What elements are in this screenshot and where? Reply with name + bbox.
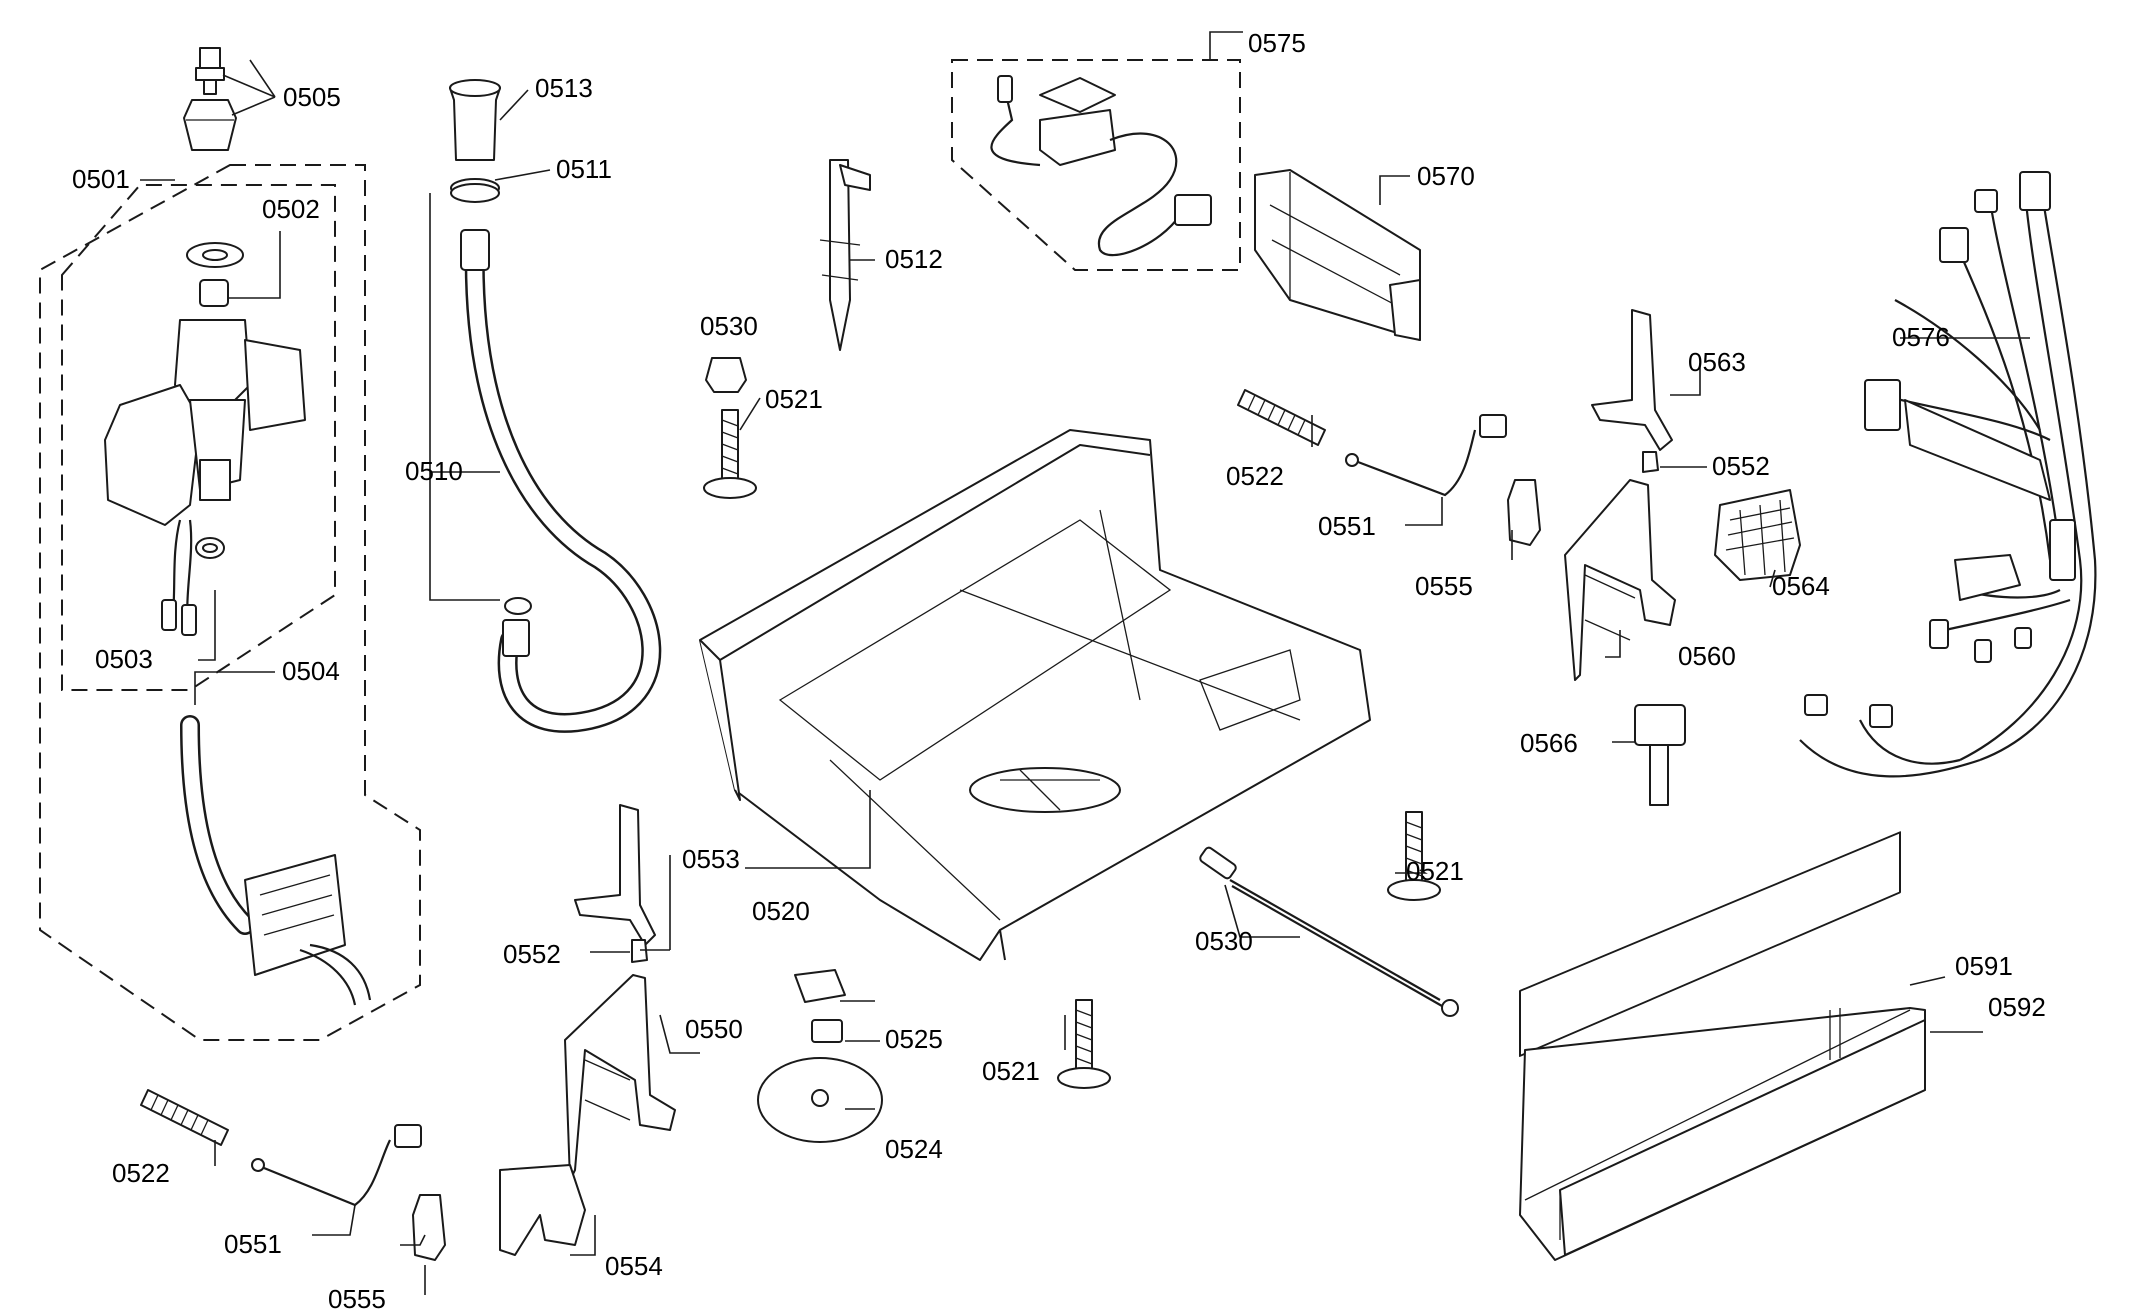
sensor-0551-a (1345, 414, 1507, 497)
nut-0530-a (705, 357, 747, 393)
foot-screw-0521-a (703, 409, 757, 499)
label-0552-a: 0552 (503, 939, 561, 969)
clip-0552-b (1642, 451, 1659, 473)
label-0521-a: 0521 (765, 384, 823, 414)
label-0520: 0520 (752, 896, 810, 926)
bracket-0553 (574, 804, 656, 946)
bracket-0550 (564, 974, 676, 1181)
group-outline-0501 (39, 164, 421, 1041)
label-0550: 0550 (685, 1014, 743, 1044)
label-0551-b: 0551 (224, 1229, 282, 1259)
label-0522-a: 0522 (1226, 461, 1284, 491)
inlet-valve-assembly (104, 242, 306, 636)
label-0560: 0560 (1678, 641, 1736, 671)
label-0576: 0576 (1892, 322, 1950, 352)
spring-0522-a (1237, 389, 1326, 446)
guard-0564 (1714, 489, 1801, 581)
group-outline-0502 (61, 184, 336, 691)
label-0513: 0513 (535, 73, 593, 103)
part-0525 (794, 969, 846, 1043)
clip-0555-a (1507, 479, 1541, 546)
disc-0524 (757, 1057, 883, 1143)
rod-0530-b (1199, 846, 1459, 1017)
spring-0522-b (140, 1089, 229, 1146)
label-0505: 0505 (283, 82, 341, 112)
label-0521-b: 0521 (1406, 856, 1464, 886)
group-outline-0575 (951, 59, 1241, 271)
sensor-0551-b (251, 1124, 422, 1207)
hose-0504 (180, 715, 372, 1006)
leader-lines (140, 31, 2030, 1295)
label-0575: 0575 (1248, 28, 1306, 58)
label-0530-a: 0530 (700, 311, 758, 341)
label-0591: 0591 (1955, 951, 2013, 981)
label-0555-a: 0555 (1415, 571, 1473, 601)
label-0525: 0525 (885, 1024, 943, 1054)
foot-screw-0521-b (1387, 811, 1441, 901)
sensor-0566 (1634, 704, 1686, 806)
label-0501: 0501 (72, 164, 130, 194)
label-0511: 0511 (556, 154, 612, 184)
drain-hose-0510 (449, 79, 662, 733)
foot-screw-0521-c (1057, 999, 1111, 1089)
label-0524: 0524 (885, 1134, 943, 1164)
wiring-harness-0576 (1799, 171, 2097, 778)
label-0555-b: 0555 (328, 1284, 386, 1314)
label-0510: 0510 (405, 456, 463, 486)
label-0570: 0570 (1417, 161, 1475, 191)
clip-0555-b (412, 1194, 446, 1261)
label-0530-b: 0530 (1195, 926, 1253, 956)
label-0551-a: 0551 (1318, 511, 1376, 541)
bracket-0554 (499, 1164, 586, 1256)
bracket-0512 (819, 159, 871, 351)
label-0512: 0512 (885, 244, 943, 274)
label-0552-b: 0552 (1712, 451, 1770, 481)
pump-0575 (990, 75, 1212, 257)
clip-0552-a (631, 939, 648, 963)
label-0564: 0564 (1772, 571, 1830, 601)
kick-plate-0591-0592 (1519, 831, 1926, 1261)
base-tub-0520 (699, 429, 1371, 961)
bracket-0560 (1564, 479, 1676, 681)
part-labels: 0505 0501 0502 0503 0504 0513 0511 0510 … (72, 28, 2046, 1314)
label-0503: 0503 (95, 644, 153, 674)
label-0504: 0504 (282, 656, 340, 686)
label-0521-c: 0521 (982, 1056, 1040, 1086)
label-0592: 0592 (1988, 992, 2046, 1022)
bracket-0563 (1591, 309, 1673, 451)
label-0563: 0563 (1688, 347, 1746, 377)
label-0554: 0554 (605, 1251, 663, 1281)
fitting-0505 (183, 47, 237, 151)
label-0502: 0502 (262, 194, 320, 224)
label-0522-b: 0522 (112, 1158, 170, 1188)
control-module-0570 (1254, 169, 1421, 341)
label-0566: 0566 (1520, 728, 1578, 758)
label-0553: 0553 (682, 844, 740, 874)
